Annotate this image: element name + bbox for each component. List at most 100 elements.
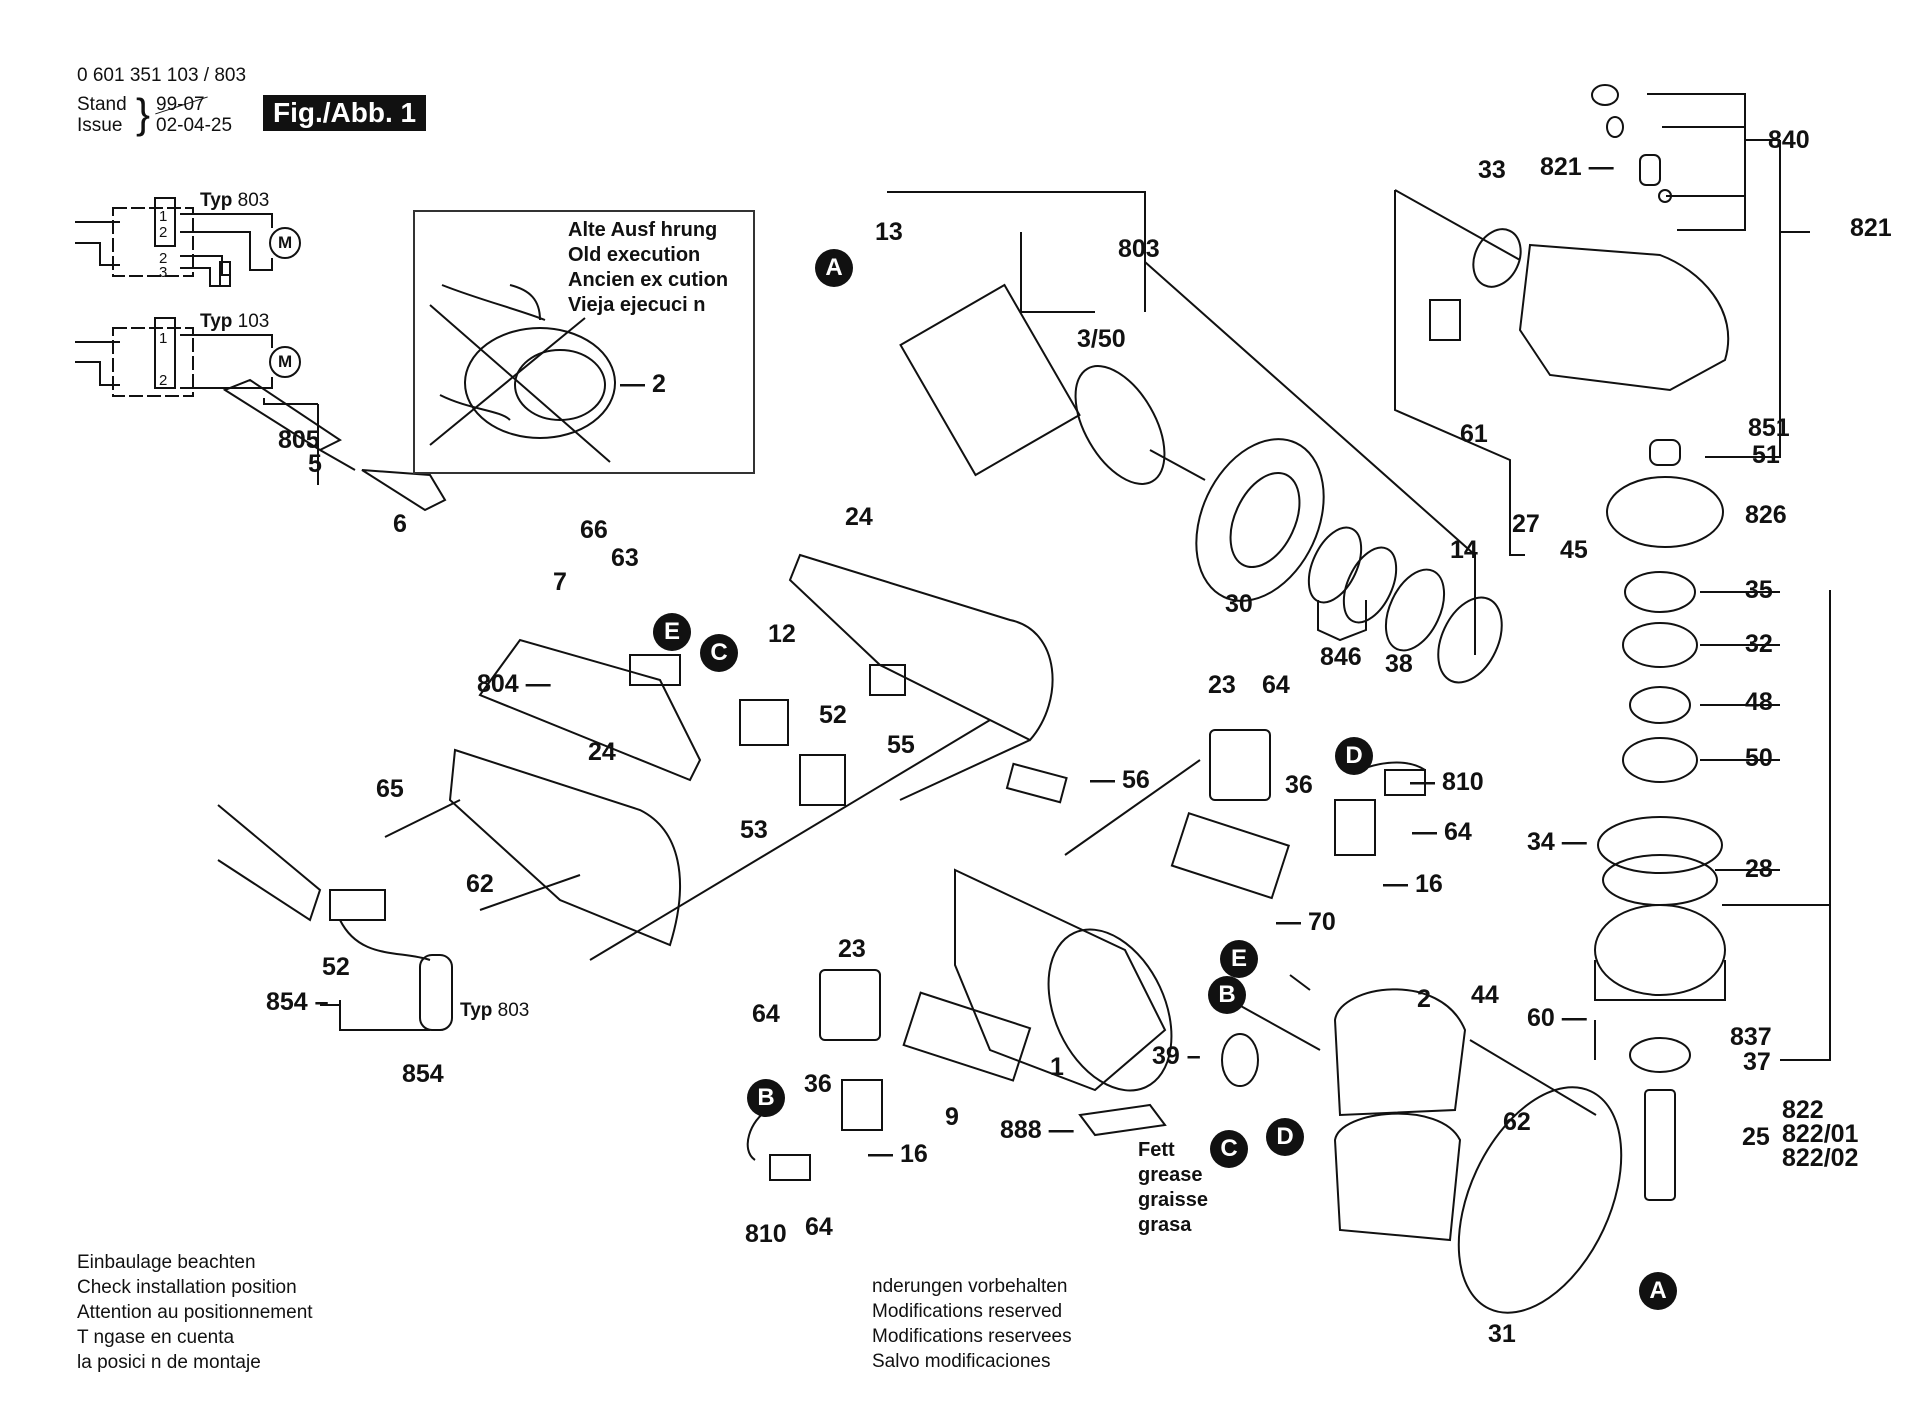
issue-date: 02-04-25 bbox=[156, 115, 233, 136]
callout-a: A bbox=[815, 249, 853, 287]
part-36: 36 bbox=[1285, 771, 1313, 799]
callout-e: E bbox=[653, 613, 691, 651]
terminal-2: 2 bbox=[159, 372, 168, 389]
brush-holder-drawing bbox=[746, 729, 1426, 1181]
callout-c: C bbox=[700, 634, 738, 672]
part-6: 6 bbox=[393, 510, 407, 538]
terminal-1: 1 bbox=[159, 330, 168, 347]
part-64: 64 bbox=[752, 1000, 780, 1028]
part-52: 52 bbox=[819, 701, 847, 729]
part-854: 854 – bbox=[266, 988, 329, 1016]
installation-note: Einbaulage beachten Check installation p… bbox=[77, 1252, 313, 1373]
part-50: 50 bbox=[1745, 744, 1773, 772]
part-837: 837 bbox=[1730, 1023, 1772, 1051]
part-number: 0 601 351 103 / 803 bbox=[77, 65, 247, 86]
old-date: 99-07 bbox=[156, 94, 205, 115]
part-854: 854 bbox=[402, 1060, 444, 1088]
part-851: 851 bbox=[1748, 414, 1790, 442]
part-45: 45 bbox=[1560, 536, 1588, 564]
part-64: 64 bbox=[805, 1213, 833, 1241]
part-label: — 2 bbox=[620, 370, 666, 398]
handle-half-top-drawing bbox=[788, 553, 1054, 801]
motor-housing-drawing bbox=[902, 759, 1291, 1137]
part-37: 37 bbox=[1743, 1048, 1771, 1076]
part-2: 2 bbox=[1417, 985, 1431, 1013]
part-822-01: 822/01 bbox=[1782, 1120, 1859, 1148]
callout-d: D bbox=[1266, 1118, 1304, 1156]
callout-b: B bbox=[747, 1079, 785, 1117]
callout-c: C bbox=[1210, 1130, 1248, 1168]
part-16: — 16 bbox=[1383, 870, 1443, 898]
part-5: 5 bbox=[308, 450, 322, 478]
part-24: 24 bbox=[588, 738, 616, 766]
modifications-note: nderungen vorbehalten Modifications rese… bbox=[872, 1276, 1072, 1372]
motor-icon: M bbox=[278, 352, 293, 371]
part-7: 7 bbox=[553, 568, 567, 596]
terminal-2: 2 bbox=[159, 224, 168, 241]
part-13: 13 bbox=[875, 218, 903, 246]
part-3-50: 3/50 bbox=[1077, 325, 1126, 353]
part-14: 14 bbox=[1450, 536, 1478, 564]
part-64: — 64 bbox=[1412, 818, 1472, 846]
part-23: 23 bbox=[1208, 671, 1236, 699]
callout-d: D bbox=[1335, 737, 1373, 775]
part-31: 31 bbox=[1488, 1320, 1516, 1348]
field-stator-drawing bbox=[1221, 974, 1623, 1314]
terminal-2b: 2 bbox=[159, 250, 168, 267]
old-execution-text: Alte Ausf hrung Old execution Ancien ex … bbox=[568, 219, 729, 316]
part-805: 805 bbox=[278, 426, 320, 454]
wiring-diagram-typ-803 bbox=[75, 197, 301, 287]
armature-drawing bbox=[887, 191, 1476, 655]
part-61: 61 bbox=[1460, 420, 1488, 448]
part-822: 822 bbox=[1782, 1096, 1824, 1124]
issue-label: Issue bbox=[77, 115, 123, 136]
grease-note: Fett grease graisse grasa bbox=[1138, 1139, 1209, 1236]
wiring-typ-103-label: Typ 103 bbox=[200, 311, 270, 332]
part-9: 9 bbox=[945, 1103, 959, 1131]
part-840: 840 bbox=[1768, 126, 1810, 154]
part-822-02: 822/02 bbox=[1782, 1144, 1859, 1172]
spindle-stack-drawing bbox=[1594, 439, 1831, 1201]
part-27: 27 bbox=[1512, 510, 1540, 538]
part-53: 53 bbox=[740, 816, 768, 844]
figure-badge: Fig./Abb. 1 bbox=[263, 95, 427, 132]
part-24: 24 bbox=[845, 503, 873, 531]
part-66: 66 bbox=[580, 516, 608, 544]
part-23: 23 bbox=[838, 935, 866, 963]
part-60: 60 — bbox=[1527, 1004, 1587, 1032]
callout-a: A bbox=[1639, 1272, 1677, 1310]
part-36: 36 bbox=[804, 1070, 832, 1098]
part-826: 826 bbox=[1745, 501, 1787, 529]
part-810: — 810 bbox=[1410, 768, 1484, 796]
part-846: 846 bbox=[1320, 643, 1362, 671]
wiring-typ-803-label: Typ 803 bbox=[200, 190, 270, 211]
part-32: 32 bbox=[1745, 630, 1773, 658]
fan-baffle-drawing bbox=[1195, 438, 1503, 684]
part-33: 33 bbox=[1478, 156, 1506, 184]
part-1: 1 bbox=[1050, 1053, 1064, 1081]
wiring-diagram-typ-103 bbox=[75, 317, 301, 397]
brace-icon: } bbox=[136, 90, 151, 137]
callout-b: B bbox=[1208, 976, 1246, 1014]
part-888: 888 — bbox=[1000, 1116, 1074, 1144]
part-62: 62 bbox=[466, 870, 494, 898]
cord-protector-drawing bbox=[217, 804, 453, 1031]
part-12: 12 bbox=[768, 620, 796, 648]
callout-e: E bbox=[1220, 940, 1258, 978]
part-38: 38 bbox=[1385, 650, 1413, 678]
part-55: 55 bbox=[887, 731, 915, 759]
part-16: — 16 bbox=[868, 1140, 928, 1168]
part-70: — 70 bbox=[1276, 908, 1336, 936]
old-execution-box bbox=[413, 210, 755, 474]
part-804: 804 — bbox=[477, 670, 551, 698]
part-65: 65 bbox=[376, 775, 404, 803]
part-39: 39 – bbox=[1152, 1042, 1201, 1070]
typ-803-label: Typ 803 bbox=[460, 1000, 530, 1021]
stand-label: Stand bbox=[77, 94, 127, 115]
part-35: 35 bbox=[1745, 576, 1773, 604]
plug-cord-drawing bbox=[222, 378, 447, 512]
terminal-1: 1 bbox=[159, 208, 168, 225]
part-64: 64 bbox=[1262, 671, 1290, 699]
part-51: 51 bbox=[1752, 441, 1780, 469]
part-25: 25 bbox=[1742, 1123, 1770, 1151]
